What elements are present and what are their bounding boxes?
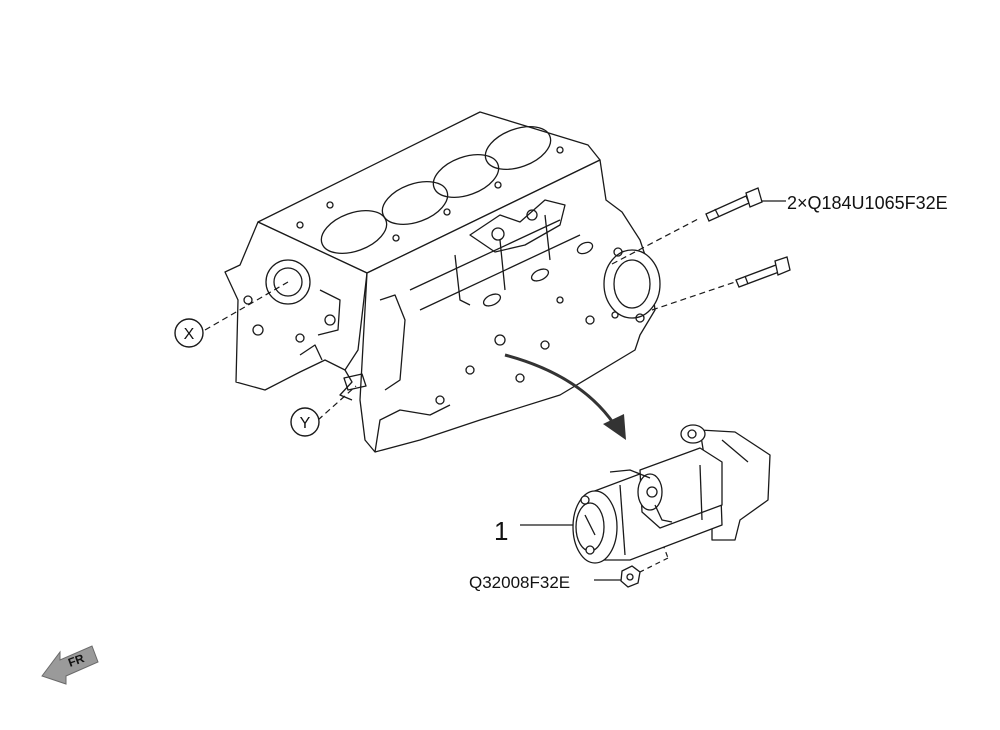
view-x-leader: [204, 281, 289, 331]
cylinder-block: [224, 111, 661, 453]
lower-bolt-leader: [651, 281, 736, 311]
view-x-label: X: [184, 326, 195, 343]
view-y-marker: Y: [290, 407, 320, 437]
mounting-bolt-upper: [705, 187, 763, 222]
starter-motor: [572, 424, 771, 564]
view-x-marker: X: [174, 318, 204, 348]
mounting-bolt-lower: [735, 256, 791, 288]
leader-lines: [204, 200, 786, 581]
nut-callout-label: Q32008F32E: [469, 573, 570, 592]
part-number-1: 1: [494, 516, 508, 546]
view-y-label: Y: [300, 415, 311, 432]
front-arrow-label: FR: [66, 651, 86, 670]
bolt-callout-label: 2×Q184U1065F32E: [787, 193, 948, 213]
view-y-leader: [317, 385, 357, 421]
upper-bolt-leader: [611, 217, 701, 265]
front-direction-arrow-icon: FR: [41, 645, 99, 685]
mounting-nut: [620, 565, 641, 588]
removal-arrow: [504, 353, 626, 440]
nut-leader-2: [635, 557, 669, 575]
